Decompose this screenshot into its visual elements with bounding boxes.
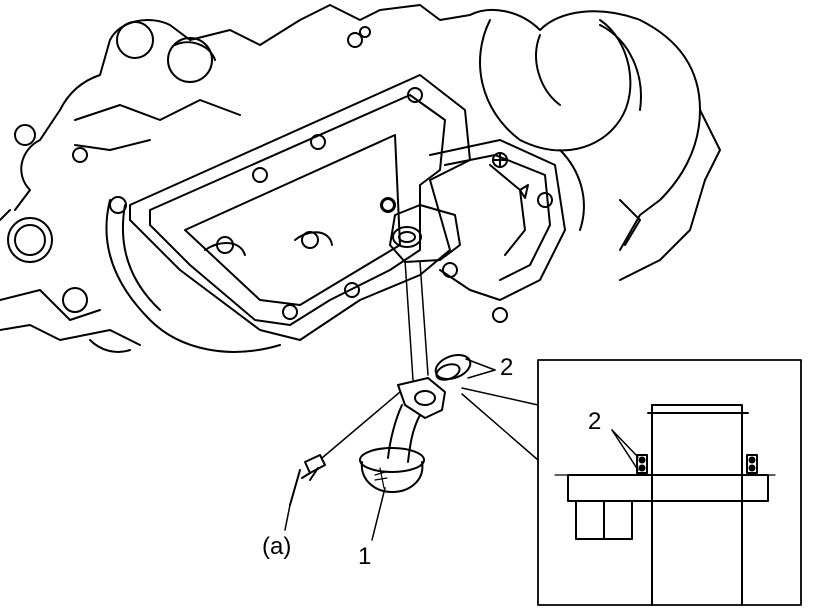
pan-bolts: [216, 87, 423, 320]
callout-bolt-a: (a): [262, 533, 292, 560]
engine-block: [0, 4, 721, 353]
bracket-assembly: [381, 139, 566, 323]
oil-strainer: [359, 377, 446, 493]
callout-part-1: 1: [358, 543, 372, 570]
oil-pan: [129, 74, 471, 341]
leader-lines: [284, 358, 539, 541]
callout-part-2-detail: 2: [588, 408, 602, 435]
o-ring: [434, 353, 472, 381]
callout-part-2-main: 2: [500, 354, 514, 381]
detail-view: [537, 359, 802, 606]
bolt: [289, 391, 401, 506]
alignment-lines: [404, 259, 429, 381]
